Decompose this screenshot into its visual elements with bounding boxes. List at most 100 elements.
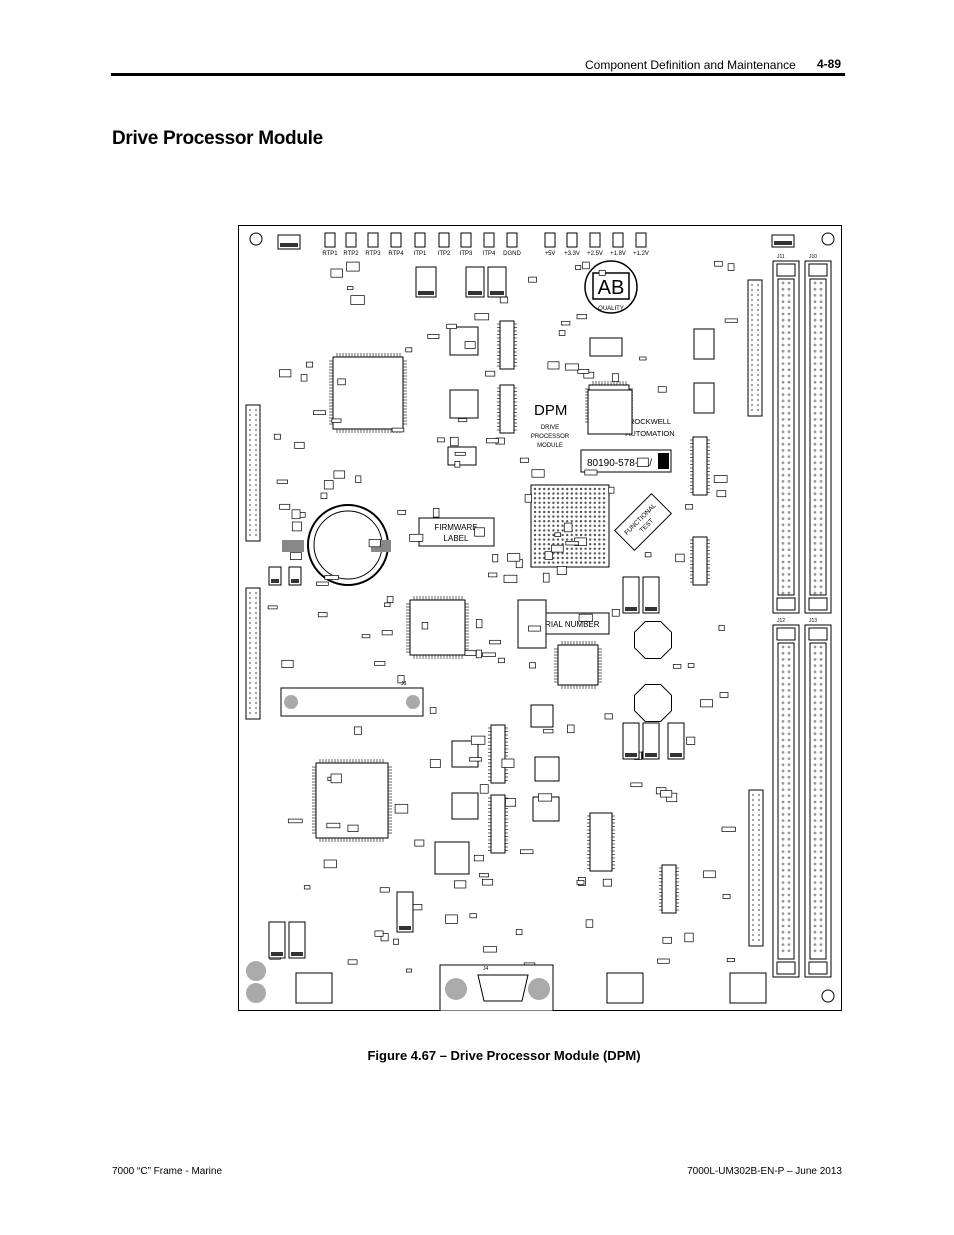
inductor bbox=[634, 684, 672, 722]
capacitor bbox=[465, 266, 485, 298]
serial-number: SERIAL NUMBER bbox=[534, 620, 599, 629]
connector-label: J12 bbox=[777, 618, 785, 624]
smd-component bbox=[354, 726, 362, 735]
capacitor bbox=[487, 266, 507, 298]
ic-chip bbox=[447, 446, 477, 466]
smd-component bbox=[279, 369, 292, 378]
capacitor bbox=[268, 921, 286, 959]
header-rule bbox=[111, 73, 845, 76]
capacitor bbox=[277, 234, 301, 250]
smd-component bbox=[294, 441, 305, 449]
test-point-label: RTP4 bbox=[388, 251, 404, 257]
figure-caption: Figure 4.67 – Drive Processor Module (DP… bbox=[367, 1048, 641, 1063]
smd-component bbox=[686, 736, 696, 745]
test-point-label: +2.5V bbox=[587, 251, 603, 257]
test-point-label: RTP1 bbox=[322, 251, 338, 257]
smd-component bbox=[482, 652, 496, 657]
smd-component bbox=[503, 574, 518, 583]
smd-component bbox=[429, 707, 437, 714]
mounting-holes bbox=[246, 232, 835, 1003]
smd-component bbox=[337, 378, 346, 386]
test-point bbox=[438, 232, 450, 248]
smd-component bbox=[644, 552, 652, 558]
smd-component bbox=[685, 504, 694, 510]
smd-component bbox=[577, 369, 590, 374]
smd-component bbox=[578, 613, 593, 622]
smd-component bbox=[291, 509, 301, 520]
smd-component bbox=[713, 475, 728, 483]
smd-component bbox=[719, 692, 729, 698]
smd-component bbox=[575, 265, 582, 270]
smd-component bbox=[469, 757, 482, 762]
test-point bbox=[367, 232, 379, 248]
smd-component bbox=[473, 854, 484, 862]
connector-label: J13 bbox=[809, 618, 817, 624]
test-point bbox=[390, 232, 402, 248]
capacitor bbox=[667, 722, 685, 760]
smd-component bbox=[612, 373, 619, 382]
smd-component bbox=[499, 296, 509, 304]
smd-component bbox=[374, 661, 386, 666]
footer-right: 7000L-UM302B-EN-P – June 2013 bbox=[687, 1166, 842, 1177]
smd-component bbox=[486, 438, 499, 444]
ic-chip bbox=[449, 389, 479, 419]
smd-component bbox=[355, 475, 362, 483]
smd-component bbox=[611, 609, 620, 617]
smd-component bbox=[300, 374, 308, 382]
smd-component bbox=[551, 544, 564, 553]
header-page-number: 4-89 bbox=[817, 57, 842, 71]
smd-component bbox=[394, 803, 409, 814]
smd-component bbox=[469, 913, 477, 919]
smd-component bbox=[450, 436, 459, 447]
smd-component bbox=[662, 936, 672, 944]
smd-component bbox=[684, 932, 694, 943]
smd-component bbox=[492, 554, 499, 563]
smd-component bbox=[564, 363, 579, 371]
smd-component bbox=[475, 619, 483, 629]
smd-component bbox=[324, 575, 339, 580]
connector-label-j8: J8 bbox=[401, 681, 407, 687]
right-header-j7 bbox=[748, 789, 764, 947]
smd-component bbox=[727, 263, 735, 271]
smd-component bbox=[474, 527, 485, 537]
ic-chip bbox=[589, 337, 623, 357]
ic-chip bbox=[530, 704, 554, 728]
smd-component bbox=[379, 887, 390, 893]
smd-component bbox=[700, 699, 713, 708]
smd-component bbox=[454, 451, 466, 456]
smd-component bbox=[528, 276, 537, 283]
smd-component bbox=[556, 566, 567, 575]
module-block bbox=[729, 972, 767, 1004]
test-point bbox=[483, 232, 495, 248]
connector-label: J11 bbox=[777, 254, 785, 260]
ic-chip bbox=[434, 841, 470, 875]
pin-header-connector: J12 bbox=[772, 618, 800, 978]
test-point bbox=[635, 232, 647, 248]
smd-component bbox=[554, 532, 561, 537]
smd-component bbox=[475, 649, 482, 659]
chip-u43 bbox=[554, 641, 602, 689]
pin-header-connector: J10 bbox=[804, 254, 832, 614]
smd-component bbox=[528, 625, 541, 632]
smd-component bbox=[279, 503, 291, 510]
smd-component bbox=[454, 461, 461, 468]
smd-component bbox=[660, 790, 673, 798]
smd-component bbox=[464, 650, 477, 656]
capacitor bbox=[288, 566, 302, 586]
smd-component bbox=[657, 386, 667, 393]
smd-component bbox=[313, 410, 326, 415]
smd-component bbox=[330, 773, 342, 784]
smd-component bbox=[291, 521, 302, 532]
smd-component bbox=[350, 295, 365, 305]
ic-chip bbox=[534, 756, 560, 782]
test-point-label: RTP2 bbox=[343, 251, 359, 257]
cpu-chip bbox=[329, 353, 407, 433]
logo-text: AB bbox=[598, 277, 625, 299]
smd-component bbox=[639, 356, 647, 361]
smd-component bbox=[565, 541, 579, 546]
smd-component bbox=[489, 639, 501, 645]
pin-header-connector: J11 bbox=[772, 254, 800, 614]
smd-component bbox=[543, 728, 554, 734]
capacitor bbox=[396, 891, 414, 933]
